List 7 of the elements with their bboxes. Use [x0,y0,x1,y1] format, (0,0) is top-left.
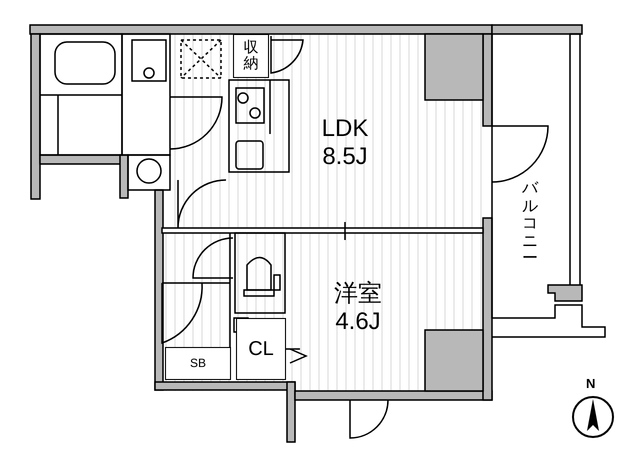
storage-room: SB [165,347,231,380]
compass-north-label: N [586,377,596,390]
storage-room: CL [236,318,286,380]
room-label: 洋室 4.6J [318,280,398,336]
room-label: バルコニー [522,180,538,268]
room-label: 収納 [233,34,269,78]
room-label: LDK 8.5J [305,115,385,170]
